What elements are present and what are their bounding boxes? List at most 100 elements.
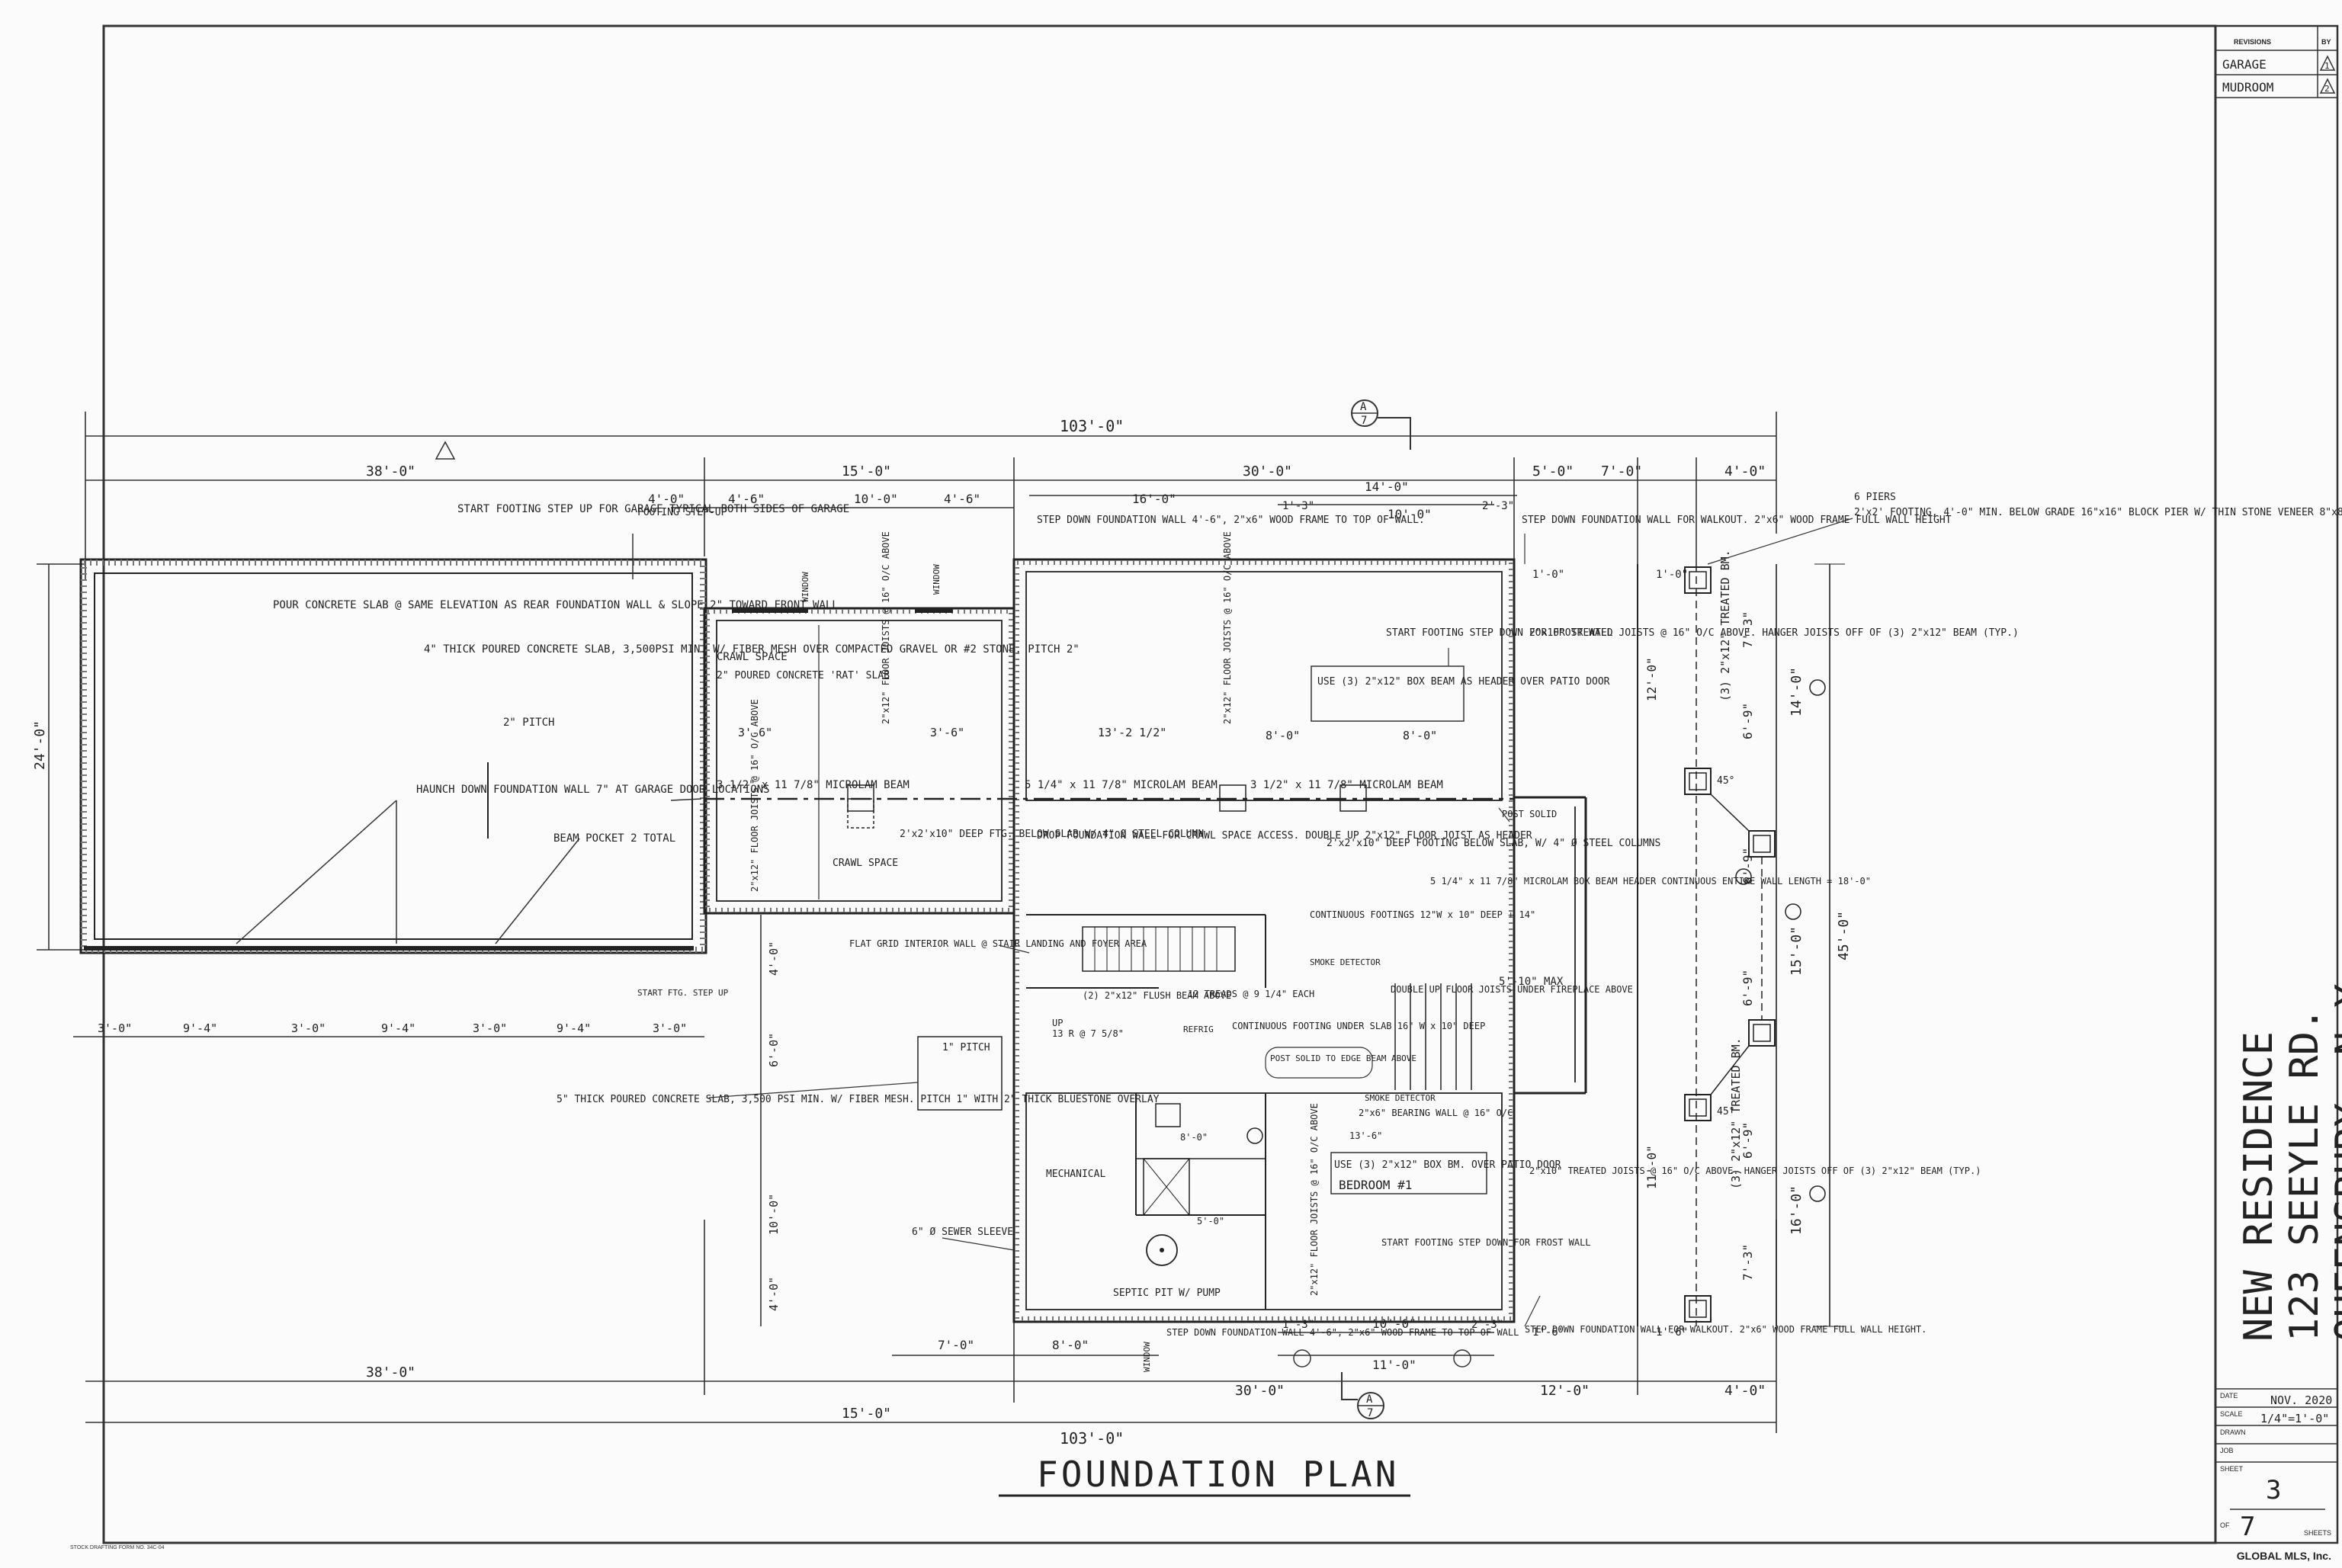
revisions-by: BY [2321,38,2331,46]
of-label: OF [2220,1522,2230,1529]
svg-text:3'-0": 3'-0" [473,1021,507,1035]
footer-credit: GLOBAL MLS, Inc. [2236,1550,2331,1562]
form-number: STOCK DRAFTING FORM NO. 34C-04 [70,1545,165,1550]
revision-triangle-icon [435,441,456,460]
svg-text:13'-2 1/2": 13'-2 1/2" [1098,726,1166,739]
svg-text:9'-4": 9'-4" [557,1021,591,1035]
revision-1-label: GARAGE [2222,57,2267,72]
dim-bottom-seg-2: 15'-0" [842,1406,891,1422]
svg-text:13 R @ 7 5/8": 13 R @ 7 5/8" [1052,1028,1124,1039]
project-city: QUEENSBURY, N.Y. [2328,960,2342,1342]
svg-text:CRAWL SPACE: CRAWL SPACE [717,651,788,663]
svg-text:2"x10" TREATED JOISTS @ 16" O/: 2"x10" TREATED JOISTS @ 16" O/C ABOVE. H… [1529,627,2019,639]
section-mark-top: A 7 [1351,399,1411,450]
main-house-foundation [1012,558,1587,1323]
svg-text:13'-6": 13'-6" [1349,1130,1382,1141]
dim-overall-top: 103'-0" [1060,417,1124,435]
svg-text:8'-0": 8'-0" [1403,729,1437,742]
svg-text:DROP FOUNDATION WALL FOR CRAWL: DROP FOUNDATION WALL FOR CRAWL SPACE ACC… [1037,830,1532,842]
svg-text:3'-0": 3'-0" [98,1021,132,1035]
svg-text:6 PIERS: 6 PIERS [1854,492,1896,503]
svg-text:(2) 2"x12" FLUSH BEAM ABOVE: (2) 2"x12" FLUSH BEAM ABOVE [1083,990,1231,1001]
svg-text:DOUBLE UP FLOOR JOISTS UNDER F: DOUBLE UP FLOOR JOISTS UNDER FIREPLACE A… [1391,984,1633,995]
date-label: DATE [2220,1392,2238,1400]
sheet-number: 3 [2266,1475,2281,1505]
svg-text:3 1/2" x 11 7/8" MICROLAM BEAM: 3 1/2" x 11 7/8" MICROLAM BEAM [717,779,910,791]
sheet-title: FOUNDATION PLAN [1037,1454,1399,1495]
svg-text:CONTINUOUS FOOTING UNDER SLAB: CONTINUOUS FOOTING UNDER SLAB 16" W x 10… [1232,1021,1485,1031]
sheet-total: 7 [2240,1512,2255,1542]
dim-left-side: 24'-0" [32,720,48,770]
dim-bottom-inner-1: 7'-0" [938,1338,974,1352]
svg-text:6'-9": 6'-9" [1740,1122,1755,1159]
svg-text:5'-10" MAX: 5'-10" MAX [1499,976,1564,988]
svg-text:STEP DOWN FOUNDATION WALL FOR: STEP DOWN FOUNDATION WALL FOR WALKOUT. 2… [1522,515,1952,526]
svg-text:45'-0": 45'-0" [1836,911,1852,960]
dim-bottom-inner-2: 8'-0" [1052,1338,1089,1352]
svg-text:3'-0": 3'-0" [653,1021,687,1035]
svg-text:7: 7 [1367,1407,1373,1419]
svg-text:A: A [1366,1393,1373,1406]
svg-text:1'-6": 1'-6" [1532,1326,1564,1339]
svg-text:FLAT GRID INTERIOR WALL @ STAI: FLAT GRID INTERIOR WALL @ STAIR LANDING … [849,938,1147,949]
svg-text:1'-6": 1'-6" [1656,1326,1688,1339]
svg-text:1" PITCH: 1" PITCH [942,1042,990,1053]
sheet-label: SHEET [2220,1465,2244,1473]
job-label: JOB [2220,1447,2234,1454]
svg-text:2"x12" FLOOR JOISTS @ 16" O/C: 2"x12" FLOOR JOISTS @ 16" O/C ABOVE [1309,1103,1320,1296]
svg-text:5" THICK POURED CONCRETE SLAB,: 5" THICK POURED CONCRETE SLAB, 3,500 PSI… [557,1094,1160,1105]
svg-text:SMOKE DETECTOR: SMOKE DETECTOR [1310,957,1381,967]
dim-top-inner-3: 10'-0" [854,492,898,506]
svg-text:MECHANICAL: MECHANICAL [1046,1169,1105,1180]
dimensions-right: 14'-0" 45'-0" 15'-0" 16'-0" 7'-3" 6'-9" … [1644,550,1852,1281]
svg-text:2'x2'x10" DEEP FOOTING BELOW S: 2'x2'x10" DEEP FOOTING BELOW SLAB, W/ 4"… [1327,838,1660,849]
svg-text:45°: 45° [1717,1106,1734,1117]
svg-text:8'-0": 8'-0" [1266,729,1300,742]
svg-text:7: 7 [1361,415,1367,427]
svg-text:4" THICK POURED CONCRETE SLAB,: 4" THICK POURED CONCRETE SLAB, 3,500PSI … [424,643,1080,656]
revisions-header: REVISIONS [2234,38,2271,46]
svg-text:STEP DOWN FOUNDATION WALL FOR: STEP DOWN FOUNDATION WALL FOR WALKOUT. 2… [1525,1324,1927,1335]
svg-text:6'-0": 6'-0" [767,1033,781,1067]
dim-bottom-seg-1: 38'-0" [366,1364,415,1380]
svg-text:1'-0": 1'-0" [1532,569,1564,581]
svg-text:10'-0": 10'-0" [767,1194,781,1235]
dim-bottom-seg-4: 12'-0" [1540,1383,1590,1399]
section-mark-bottom: A 7 [1341,1372,1384,1419]
dim-overall-bottom: 103'-0" [1060,1429,1124,1448]
sheets-label: SHEETS [2304,1529,2331,1537]
dim-top-seg-2: 15'-0" [842,463,891,479]
scale-value: 1/4"=1'-0" [2260,1412,2329,1425]
svg-text:USE (3) 2"x12" BOX BEAM AS HEA: USE (3) 2"x12" BOX BEAM AS HEADER OVER P… [1317,676,1610,688]
svg-text:3 1/2" x 11 7/8" MICROLAM BEAM: 3 1/2" x 11 7/8" MICROLAM BEAM [1250,779,1443,791]
dim-top-inner-1: 4'-0" [648,492,685,506]
svg-text:2"x12" FLOOR JOISTS @ 16" O/C: 2"x12" FLOOR JOISTS @ 16" O/C ABOVE [749,699,760,892]
svg-text:9'-4": 9'-4" [183,1021,217,1035]
dim-bottom-seg-3: 30'-0" [1235,1383,1285,1399]
dim-top-inner-2: 4'-6" [728,492,765,506]
dim-top-seg-4: 5'-0" [1532,463,1574,479]
dimensions-left-inner: 4'-0" 6'-0" 10'-0" 4'-0" [760,915,781,1326]
svg-text:USE (3) 2"x12" BOX BM. OVER PA: USE (3) 2"x12" BOX BM. OVER PATIO DOOR [1334,1159,1561,1171]
svg-text:2"x6" BEARING WALL @ 16" O/C: 2"x6" BEARING WALL @ 16" O/C [1359,1108,1513,1118]
svg-text:5 1/4" x 11 7/8" MICROLAM BEAM: 5 1/4" x 11 7/8" MICROLAM BEAM [1025,779,1218,791]
svg-text:8'-0": 8'-0" [1180,1132,1208,1143]
svg-text:4'-0": 4'-0" [767,941,781,976]
title-block: REVISIONS BY GARAGE 1 MUDROOM 2 NEW RESI… [2214,24,2342,1544]
dim-top-seg-5: 7'-0" [1601,463,1642,479]
svg-text:STEP DOWN FOUNDATION WALL 4'-6: STEP DOWN FOUNDATION WALL 4'-6", 2"x6" W… [1037,515,1425,526]
garage-bottom-dims: 3'-0" 9'-4" 3'-0" 9'-4" 3'-0" 9'-4" 3'-0… [98,1021,687,1035]
svg-text:15'-0": 15'-0" [1789,926,1805,976]
drawn-label: DRAWN [2220,1429,2246,1436]
section-bubble-bottom-left [1293,1349,1471,1368]
svg-text:16'-0": 16'-0" [1789,1185,1805,1235]
svg-text:(3) 2"x12" TREATED BM.: (3) 2"x12" TREATED BM. [1718,550,1732,701]
svg-text:WINDOW: WINDOW [800,572,810,602]
svg-text:5 1/4" x 11 7/8" MICROLAM BOX: 5 1/4" x 11 7/8" MICROLAM BOX BEAM HEADE… [1430,876,1871,887]
svg-text:6'-9": 6'-9" [1740,703,1755,739]
svg-text:2'x2' FOOTING, 4'-0" MIN. BELO: 2'x2' FOOTING, 4'-0" MIN. BELOW GRADE 16… [1854,507,2342,518]
svg-text:POST SOLID TO EDGE BEAM ABOVE: POST SOLID TO EDGE BEAM ABOVE [1270,1053,1416,1063]
svg-text:POST SOLID: POST SOLID [1502,809,1557,819]
svg-text:UP: UP [1052,1018,1063,1028]
svg-text:12'-0": 12'-0" [1644,657,1659,701]
